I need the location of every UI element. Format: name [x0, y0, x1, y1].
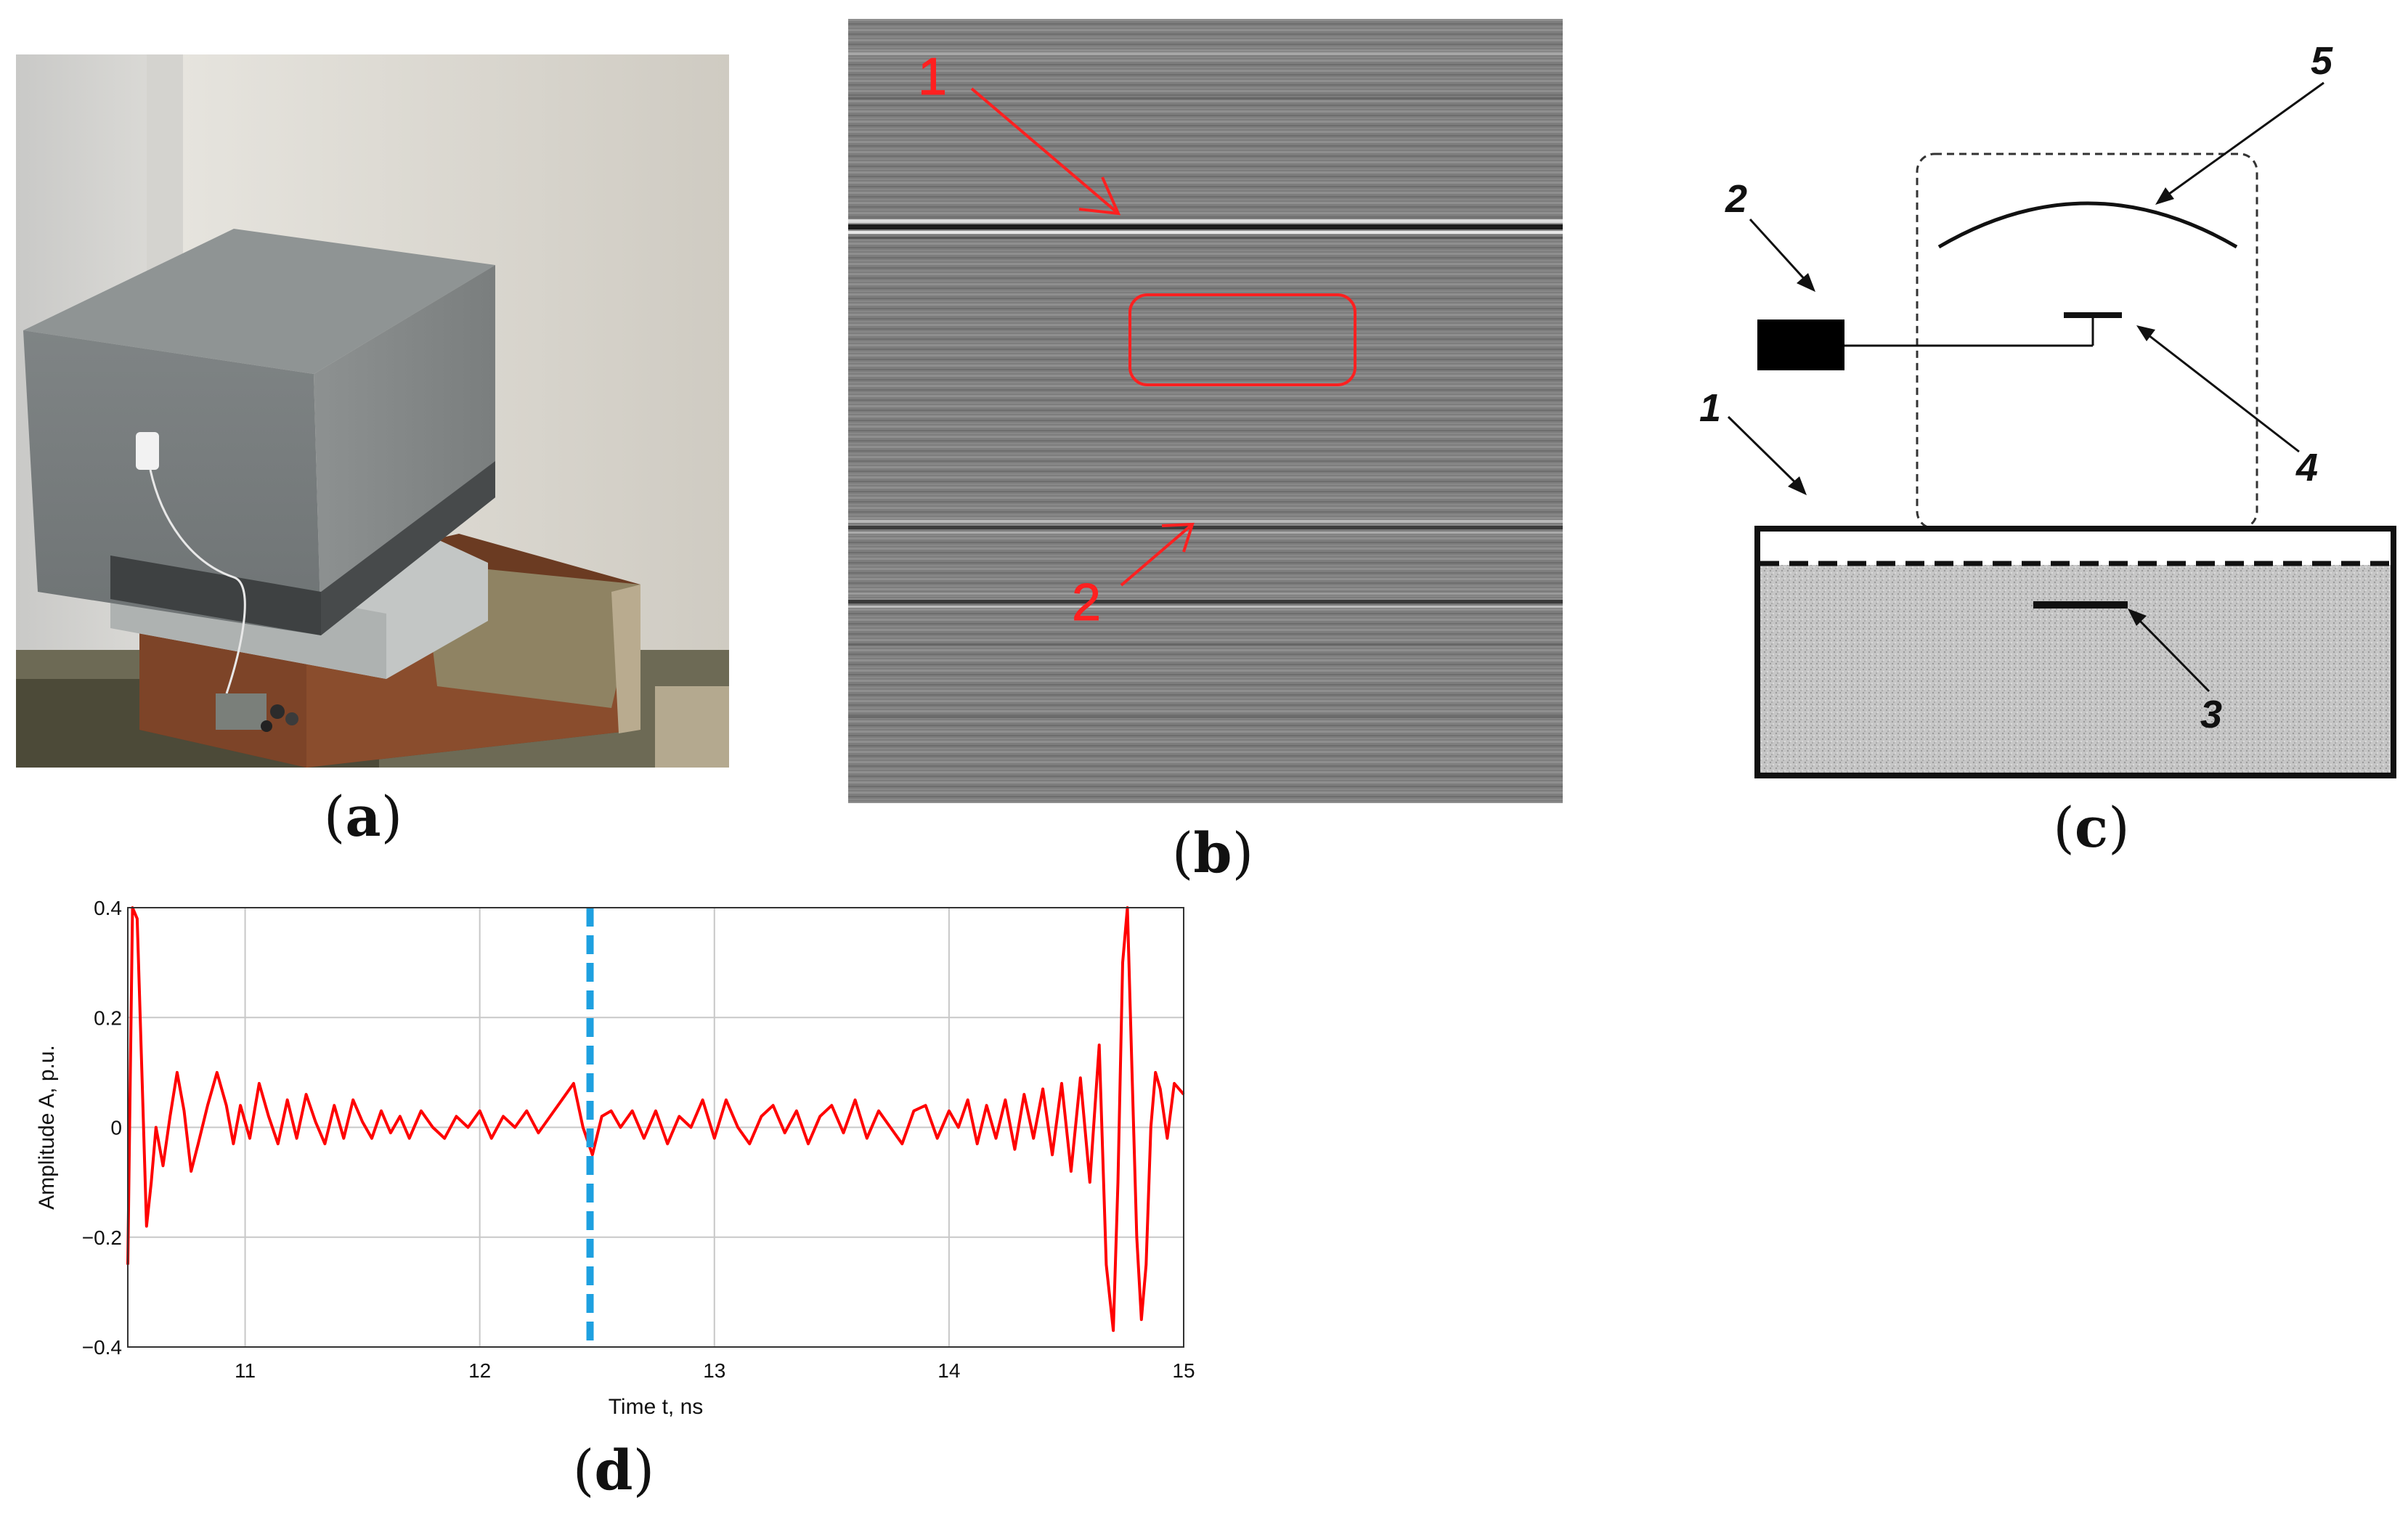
- y-tick-label: −0.4: [82, 1336, 122, 1359]
- grid-layer: [128, 907, 1184, 1348]
- callout-1-label: 1: [1699, 386, 1721, 430]
- callout-3-label: 3: [2200, 693, 2222, 736]
- antenna-element: [2064, 312, 2122, 318]
- reflector: [1937, 201, 2238, 249]
- x-tick-label: 12: [468, 1359, 491, 1382]
- panel-a-caption: (a): [323, 784, 403, 849]
- y-tick-label: 0.2: [94, 1006, 122, 1029]
- callout-1-label: 1: [918, 48, 947, 106]
- y-tick-label: −0.2: [82, 1226, 122, 1249]
- callout-2-label: 2: [1725, 177, 1747, 221]
- callout-2-label: 2: [1072, 574, 1101, 632]
- x-tick-label: 15: [1172, 1359, 1195, 1382]
- amplitude-time-chart: 11 12 13 14 15 0.4 0.2 0 −0.2 −0.4 Time t, ns Amp…: [35, 897, 1195, 1419]
- callout-1-arrow: [970, 87, 1120, 215]
- panel-c-label: c: [2074, 795, 2109, 860]
- plot-frame: [127, 907, 1184, 1348]
- y-tick-label: 0: [110, 1117, 122, 1139]
- tick-layer: 11 12 13 14 15 0.4 0.2 0 −0.2 −0.4: [82, 897, 1195, 1382]
- x-tick-label: 13: [703, 1359, 725, 1382]
- sensor-device-icon: [136, 432, 159, 470]
- panel-d-caption: (d): [572, 1438, 655, 1502]
- series-layer: [126, 906, 1185, 1332]
- panel-b-caption: (b): [1171, 821, 1254, 885]
- panel-b-label: b: [1193, 821, 1232, 885]
- y-tick-label: 0.4: [94, 897, 122, 919]
- x-tick-label: 14: [937, 1359, 960, 1382]
- x-tick-label: 11: [235, 1359, 256, 1382]
- setup-diagram: 1 2 3 4 5: [1699, 39, 2396, 778]
- panel-a-photo: [16, 54, 729, 768]
- panel-a-label: a: [345, 784, 381, 849]
- callout-5-label: 5: [2311, 39, 2333, 83]
- buried-object: [2033, 601, 2128, 609]
- callout-2-arrow: [1120, 523, 1194, 587]
- panel-d-label: d: [594, 1438, 633, 1502]
- y-axis-label: Amplitude A, p.u.: [35, 1045, 59, 1210]
- panel-d-chart: 11 12 13 14 15 0.4 0.2 0 −0.2 −0.4 Time t, ns Amp…: [22, 893, 1242, 1431]
- x-axis-label: Time t, ns: [609, 1395, 704, 1419]
- photo-illustration: [16, 54, 729, 768]
- gpr-unit: [1757, 320, 1844, 370]
- antenna-enclosure: [1916, 152, 2258, 530]
- panel-c-caption: (c): [2053, 795, 2130, 860]
- panel-b-radargram: 1 2: [848, 19, 1563, 803]
- radargram-image: 1 2: [848, 19, 1563, 803]
- anomaly-highlight-box: [1128, 293, 1356, 386]
- panel-c-schematic: 1 2 3 4 5: [1670, 29, 2396, 791]
- callout-4-label: 4: [2295, 446, 2318, 489]
- signal-series-line: [126, 906, 1185, 1332]
